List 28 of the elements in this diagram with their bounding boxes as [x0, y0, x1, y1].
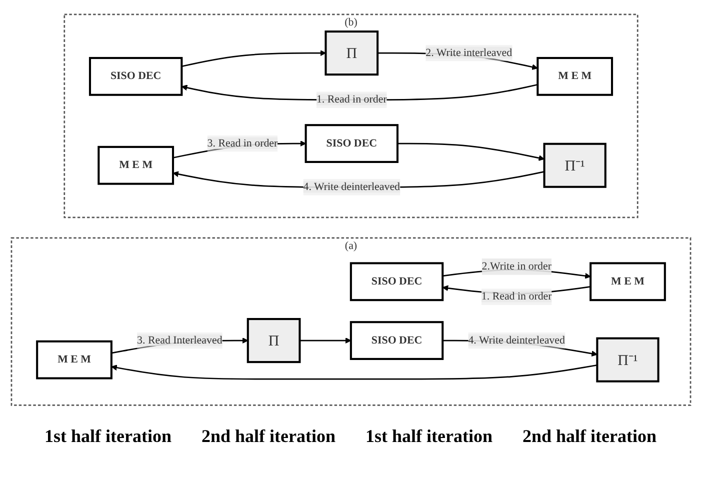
arrow — [110, 364, 597, 380]
node-box: M E M — [589, 262, 666, 302]
edge-label: 2. Write interleaved — [425, 47, 512, 59]
node-box: SISO DEC — [88, 57, 182, 96]
node-box: SISO DEC — [349, 321, 444, 360]
arrow — [396, 142, 544, 162]
node-box: Π⁻¹ — [542, 142, 606, 188]
edge-label: 4. Write deinterleaved — [468, 334, 564, 346]
node-box: SISO DEC — [304, 124, 398, 164]
edge-label: 3. Read in order — [206, 138, 278, 150]
node-box: M E M — [536, 57, 613, 96]
arrow — [181, 50, 326, 68]
node-box: Π — [246, 318, 300, 364]
edge-label: 2.Write in order — [481, 260, 551, 272]
node-box: Π⁻¹ — [596, 337, 659, 382]
node-box: SISO DEC — [349, 262, 444, 302]
edge-label: 1. Read in order — [316, 94, 386, 106]
section-label: 2nd half iteration — [522, 426, 656, 447]
node-box: M E M — [97, 146, 174, 185]
node-box: Π — [324, 30, 378, 76]
arrow — [299, 338, 351, 344]
edge-label: 4. Write deinterleaved — [302, 181, 400, 193]
edge-label: 1. Read in order — [480, 290, 552, 302]
section-label: 1st half iteration — [366, 426, 492, 447]
section-label: 2nd half iteration — [201, 426, 336, 447]
edge-label: 3. Read Interleaved — [136, 334, 222, 346]
section-label: 1st half iteration — [44, 426, 172, 447]
node-box: M E M — [36, 340, 112, 380]
